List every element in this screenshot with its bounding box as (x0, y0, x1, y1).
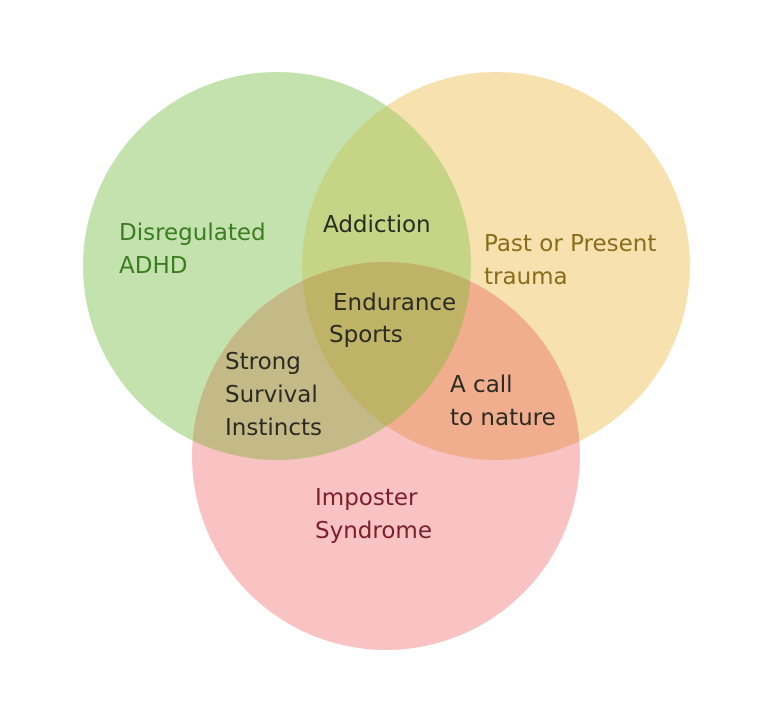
label-adhd: Disregulated ADHD (119, 220, 273, 279)
label-line: Disregulated (119, 220, 266, 246)
label-line: ADHD (119, 253, 187, 279)
label-line: Sports (329, 322, 403, 348)
label-line: A call (450, 372, 513, 398)
label-trauma: Past or Present trauma (484, 231, 664, 290)
label-line: Survival (225, 382, 318, 408)
label-line: Strong (225, 349, 301, 375)
label-line: Past or Present (484, 231, 656, 257)
label-line: to nature (450, 405, 556, 431)
label-line: Imposter (315, 485, 418, 511)
label-line: Syndrome (315, 518, 432, 544)
label-endurance-sports: Endurance Sports (329, 290, 464, 348)
label-imposter: Imposter Syndrome (315, 485, 432, 544)
label-line: trauma (484, 264, 568, 290)
label-call-to-nature: A call to nature (450, 372, 556, 431)
label-survival-instincts: Strong Survival Instincts (225, 349, 325, 441)
label-line: Addiction (323, 212, 431, 238)
label-addiction: Addiction (323, 212, 431, 238)
label-line: Instincts (225, 415, 322, 441)
label-line: Endurance (333, 290, 456, 316)
